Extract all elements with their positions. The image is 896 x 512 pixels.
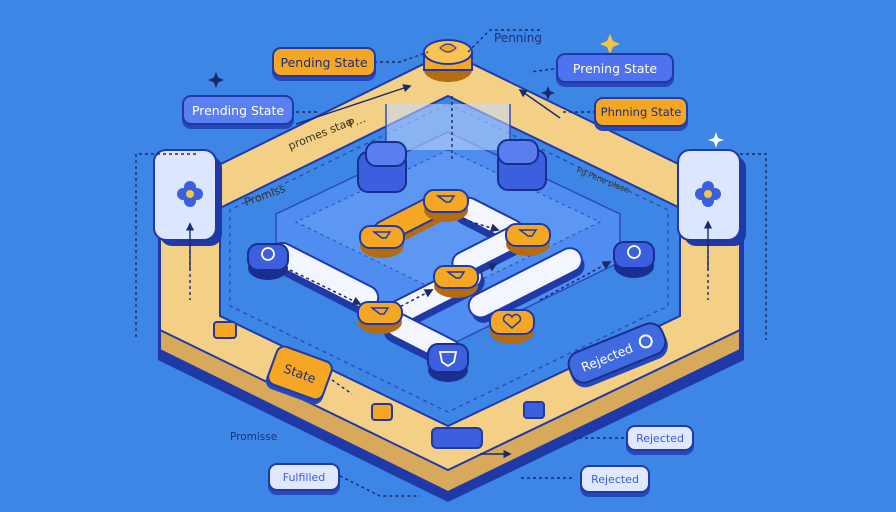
top-node <box>423 39 473 82</box>
orange-node <box>505 223 551 256</box>
flower-icon <box>153 149 222 246</box>
tag-prening-state: Prening State <box>556 53 674 83</box>
orange-node <box>423 189 469 222</box>
label-promisse: Promisse <box>230 431 278 443</box>
tag-rejected-bottom-2: Rejected <box>580 465 650 493</box>
tag-phnning-state: Phnning State <box>594 97 688 127</box>
shield-icon <box>427 343 469 382</box>
tag-prending-state: Prending State <box>182 95 294 125</box>
small-cube <box>213 321 545 449</box>
label-penning: Penning <box>494 31 542 45</box>
speech-bubble-icon <box>247 243 289 280</box>
blue-blocks <box>357 139 547 193</box>
orange-node <box>433 265 479 298</box>
flower-icon <box>677 149 746 246</box>
tag-fulfilled: Fulfilled <box>268 463 340 491</box>
sparkle-icon <box>208 34 724 148</box>
back-wall <box>385 104 511 150</box>
heart-icon <box>489 309 535 344</box>
orange-node <box>357 301 403 334</box>
orange-node <box>359 225 405 258</box>
tag-rejected-bottom-1: Rejected <box>626 425 694 451</box>
ring-label-p: P… <box>346 112 367 131</box>
arrow-markers <box>185 84 713 459</box>
tag-pending-state: Pending State <box>272 47 376 77</box>
search-icon <box>636 332 656 351</box>
leader-lines <box>135 29 767 497</box>
speech-bubble-icon <box>613 241 655 278</box>
